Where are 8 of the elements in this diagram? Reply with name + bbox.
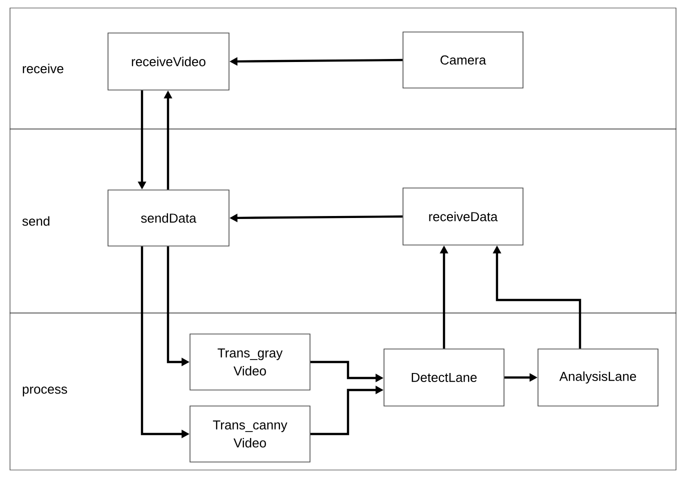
process-box: DetectLane [384,348,504,406]
process-box: Camera [402,32,524,88]
process-box: AnalysisLane [538,348,658,406]
process-box: Trans_gray Video [190,334,310,390]
process-box: receiveData [402,188,524,246]
process-box: sendData [108,190,230,246]
process-box: receiveVideo [108,32,230,90]
process-box: Trans_canny Video [190,406,310,462]
